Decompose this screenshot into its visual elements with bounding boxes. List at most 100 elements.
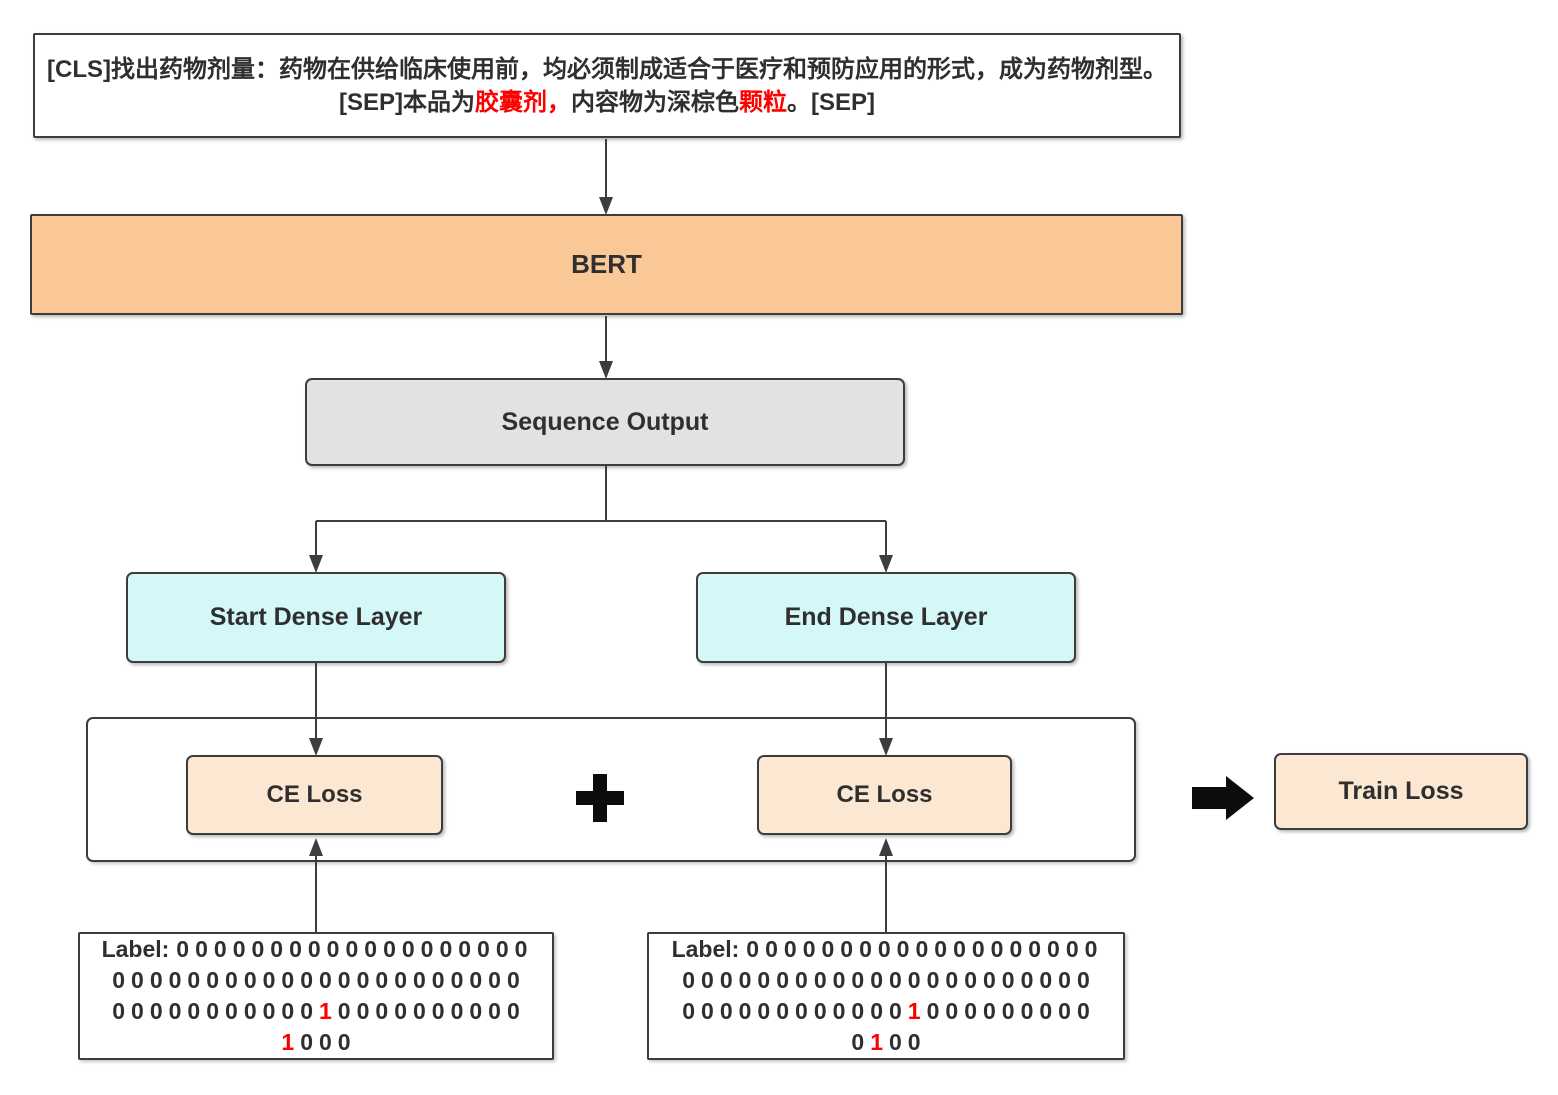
input-text-line2: [SEP]本品为胶囊剂，内容物为深棕色颗粒。[SEP] [339,86,875,119]
zero-token: 0 [356,967,370,993]
zero-token: 0 [319,1029,332,1055]
zero-token: 0 [1084,936,1098,962]
zero-token: 0 [926,967,940,993]
zero-token: 0 [682,967,696,993]
train-loss-box: Train Loss [1274,753,1528,830]
zero-token: 0 [187,998,201,1024]
zero-token: 0 [469,967,483,993]
zero-token: 0 [783,936,797,962]
zero-token: 0 [840,936,854,962]
zero-token: 0 [300,967,313,993]
zero-token: 0 [832,967,846,993]
zero-token: 0 [907,1029,921,1055]
arrowhead-input-to-bert [599,197,613,215]
zero-token: 0 [131,967,144,993]
zero-token: 0 [971,936,985,962]
zero-token: 0 [915,936,929,962]
zero-token: 0 [488,998,501,1024]
input-text-box: [CLS]找出药物剂量：药物在供给临床使用前，均必须制成适合于医疗和预防应用的形… [33,33,1181,138]
zero-token: 0 [682,998,696,1024]
zero-token: 0 [206,998,220,1024]
zero-token: 0 [420,936,434,962]
bert-box: BERT [30,214,1183,315]
ce-loss-start-label: CE Loss [266,781,363,808]
zero-token: 0 [243,967,257,993]
zero-token: 0 [889,998,902,1024]
zero-token: 0 [1058,998,1071,1024]
zero-token: 0 [877,936,891,962]
zero-token: 0 [1020,998,1034,1024]
input-text-line1: [CLS]找出药物剂量：药物在供给临床使用前，均必须制成适合于医疗和预防应用的形… [47,55,1167,83]
zero-token: 0 [383,936,396,962]
zero-token: 0 [281,998,295,1024]
plain-text: 。[SEP] [787,88,876,116]
zero-token: 0 [896,936,910,962]
highlighted-entity-text: 颗粒 [739,88,787,116]
end-dense-label: End Dense Layer [784,603,988,631]
zero-token: 0 [187,967,201,993]
zero-token: 0 [870,998,883,1024]
zero-token: 0 [439,936,453,962]
zero-token: 0 [851,998,865,1024]
zero-token: 0 [1020,967,1034,993]
zero-token: 0 [701,998,714,1024]
zero-token: 0 [1001,998,1015,1024]
zero-token: 0 [458,936,472,962]
zero-token: 0 [251,936,265,962]
zero-token: 0 [281,967,295,993]
zero-token: 0 [375,998,389,1024]
zero-token: 0 [795,967,808,993]
zero-token: 0 [412,998,426,1024]
zero-token: 0 [851,1029,865,1055]
zero-token: 0 [982,967,996,993]
zero-token: 0 [813,998,827,1024]
zero-token: 0 [345,936,359,962]
zero-token: 0 [225,967,238,993]
bert-label: BERT [571,249,642,279]
end-dense-layer-box: End Dense Layer [696,572,1076,663]
zero-token: 0 [765,936,778,962]
zero-token: 0 [514,936,528,962]
zero-token: 0 [225,998,238,1024]
zero-token: 0 [990,936,1004,962]
zero-token: 0 [412,967,426,993]
zero-token: 0 [889,967,902,993]
zero-token: 0 [738,967,752,993]
zero-token: 0 [813,967,827,993]
zero-token: 0 [450,998,464,1024]
zero-token: 0 [206,967,220,993]
zero-token: 0 [746,936,760,962]
arrowhead-to-end-dense [879,555,893,573]
positive-token: 1 [907,998,921,1024]
zero-token: 0 [300,1029,313,1055]
zero-token: 0 [757,998,771,1024]
zero-token: 0 [701,967,714,993]
zero-token: 0 [307,936,321,962]
zero-token: 0 [832,998,846,1024]
zero-token: 0 [907,967,921,993]
zero-token: 0 [232,936,246,962]
zero-token: 0 [356,998,370,1024]
zero-token: 0 [431,967,445,993]
label-prefix: Label: [101,936,170,962]
zero-token: 0 [719,998,733,1024]
positive-token: 1 [319,998,332,1024]
sequence-output-box: Sequence Output [305,378,905,466]
zero-token: 0 [401,936,415,962]
zero-token: 0 [1058,967,1071,993]
sequence-output-label: Sequence Output [501,407,709,436]
zero-token: 0 [337,998,351,1024]
zero-token: 0 [859,936,872,962]
zero-token: 0 [394,967,407,993]
zero-token: 0 [945,967,959,993]
zero-token: 0 [176,936,190,962]
zero-token: 0 [477,936,490,962]
start-dense-label: Start Dense Layer [209,603,423,631]
zero-token: 0 [375,967,389,993]
